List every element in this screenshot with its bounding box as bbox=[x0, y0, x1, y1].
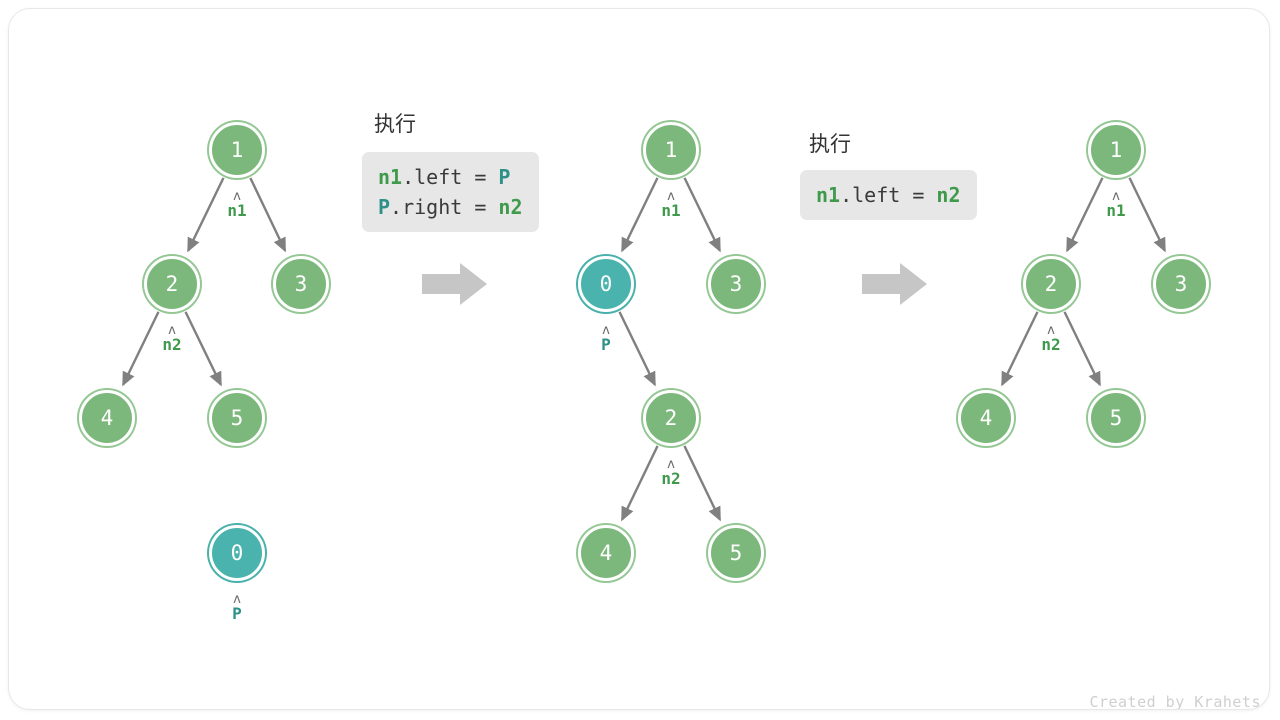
right-arrow-icon bbox=[422, 263, 487, 305]
code-line: n1.left = n2 bbox=[816, 180, 961, 210]
node-value: 4 bbox=[979, 406, 993, 430]
tree-node-3: 3 bbox=[708, 256, 764, 312]
node-value: 3 bbox=[729, 272, 743, 296]
exec-label-2: 执行 bbox=[809, 132, 851, 156]
code-token: P bbox=[378, 195, 391, 219]
node-value: 1 bbox=[1109, 138, 1123, 162]
tree-node-5: 5 bbox=[209, 390, 265, 446]
pointer-name: P bbox=[232, 604, 242, 623]
code-token: .left = bbox=[840, 183, 937, 207]
tree-node-1: 1 bbox=[1088, 122, 1144, 178]
exec-label-1: 执行 bbox=[374, 112, 416, 136]
pointer-name: n1 bbox=[661, 201, 681, 220]
code-block-2: n1.left = n2 bbox=[800, 170, 977, 220]
tree-node-4: 4 bbox=[79, 390, 135, 446]
code-token: n1 bbox=[816, 183, 841, 207]
node-value: 5 bbox=[230, 406, 244, 430]
node-value: 3 bbox=[1174, 272, 1188, 296]
node-value: 2 bbox=[664, 406, 678, 430]
tree-node-4: 4 bbox=[958, 390, 1014, 446]
tree-node-5: 5 bbox=[708, 525, 764, 581]
tree-node-5: 5 bbox=[1088, 390, 1144, 446]
node-value: 5 bbox=[729, 541, 743, 565]
tree-edges-layer bbox=[122, 177, 1166, 522]
caret-icon: ʌ bbox=[1112, 189, 1120, 204]
pointer-name: n2 bbox=[661, 469, 681, 488]
caret-icon: ʌ bbox=[1047, 323, 1055, 338]
node-value: 4 bbox=[100, 406, 114, 430]
pointer-name: n2 bbox=[1041, 335, 1061, 354]
code-token: n2 bbox=[498, 195, 523, 219]
tree-node-2: 2 bbox=[643, 390, 699, 446]
node-value: 0 bbox=[599, 272, 613, 296]
tree-node-3: 3 bbox=[273, 256, 329, 312]
node-value: 3 bbox=[294, 272, 308, 296]
code-line: n1.left = P bbox=[378, 162, 523, 192]
step-arrow-2 bbox=[862, 261, 928, 312]
code-token: n2 bbox=[936, 183, 961, 207]
node-value: 5 bbox=[1109, 406, 1123, 430]
code-token: P bbox=[498, 165, 511, 189]
tree-node-2: 2 bbox=[144, 256, 200, 312]
tree-node-4: 4 bbox=[578, 525, 634, 581]
pointer-name: P bbox=[601, 335, 611, 354]
tree-node-1: 1 bbox=[643, 122, 699, 178]
footer-credit: Created by Krahets bbox=[1089, 693, 1261, 710]
node-value: 1 bbox=[230, 138, 244, 162]
node-value: 2 bbox=[1044, 272, 1058, 296]
caret-icon: ʌ bbox=[233, 189, 241, 204]
node-value: 4 bbox=[599, 541, 613, 565]
tree-node-0: 0 bbox=[209, 525, 265, 581]
code-token: .left = bbox=[402, 165, 499, 189]
tree-node-1: 1 bbox=[209, 122, 265, 178]
tree-node-0: 0 bbox=[578, 256, 634, 312]
tree-node-3: 3 bbox=[1153, 256, 1209, 312]
pointer-name: n1 bbox=[1106, 201, 1126, 220]
caret-icon: ʌ bbox=[602, 323, 610, 338]
code-token: n1 bbox=[378, 165, 403, 189]
node-value: 0 bbox=[230, 541, 244, 565]
caret-icon: ʌ bbox=[667, 189, 675, 204]
node-value: 2 bbox=[165, 272, 179, 296]
code-line: P.right = n2 bbox=[378, 192, 523, 222]
caret-icon: ʌ bbox=[168, 323, 176, 338]
tree-node-2: 2 bbox=[1023, 256, 1079, 312]
code-token: .right = bbox=[390, 195, 499, 219]
right-arrow-icon bbox=[862, 263, 927, 305]
step-arrow-1 bbox=[422, 261, 488, 312]
node-value: 1 bbox=[664, 138, 678, 162]
caret-icon: ʌ bbox=[233, 592, 241, 607]
caret-icon: ʌ bbox=[667, 457, 675, 472]
pointer-name: n2 bbox=[162, 335, 182, 354]
pointer-name: n1 bbox=[227, 201, 247, 220]
